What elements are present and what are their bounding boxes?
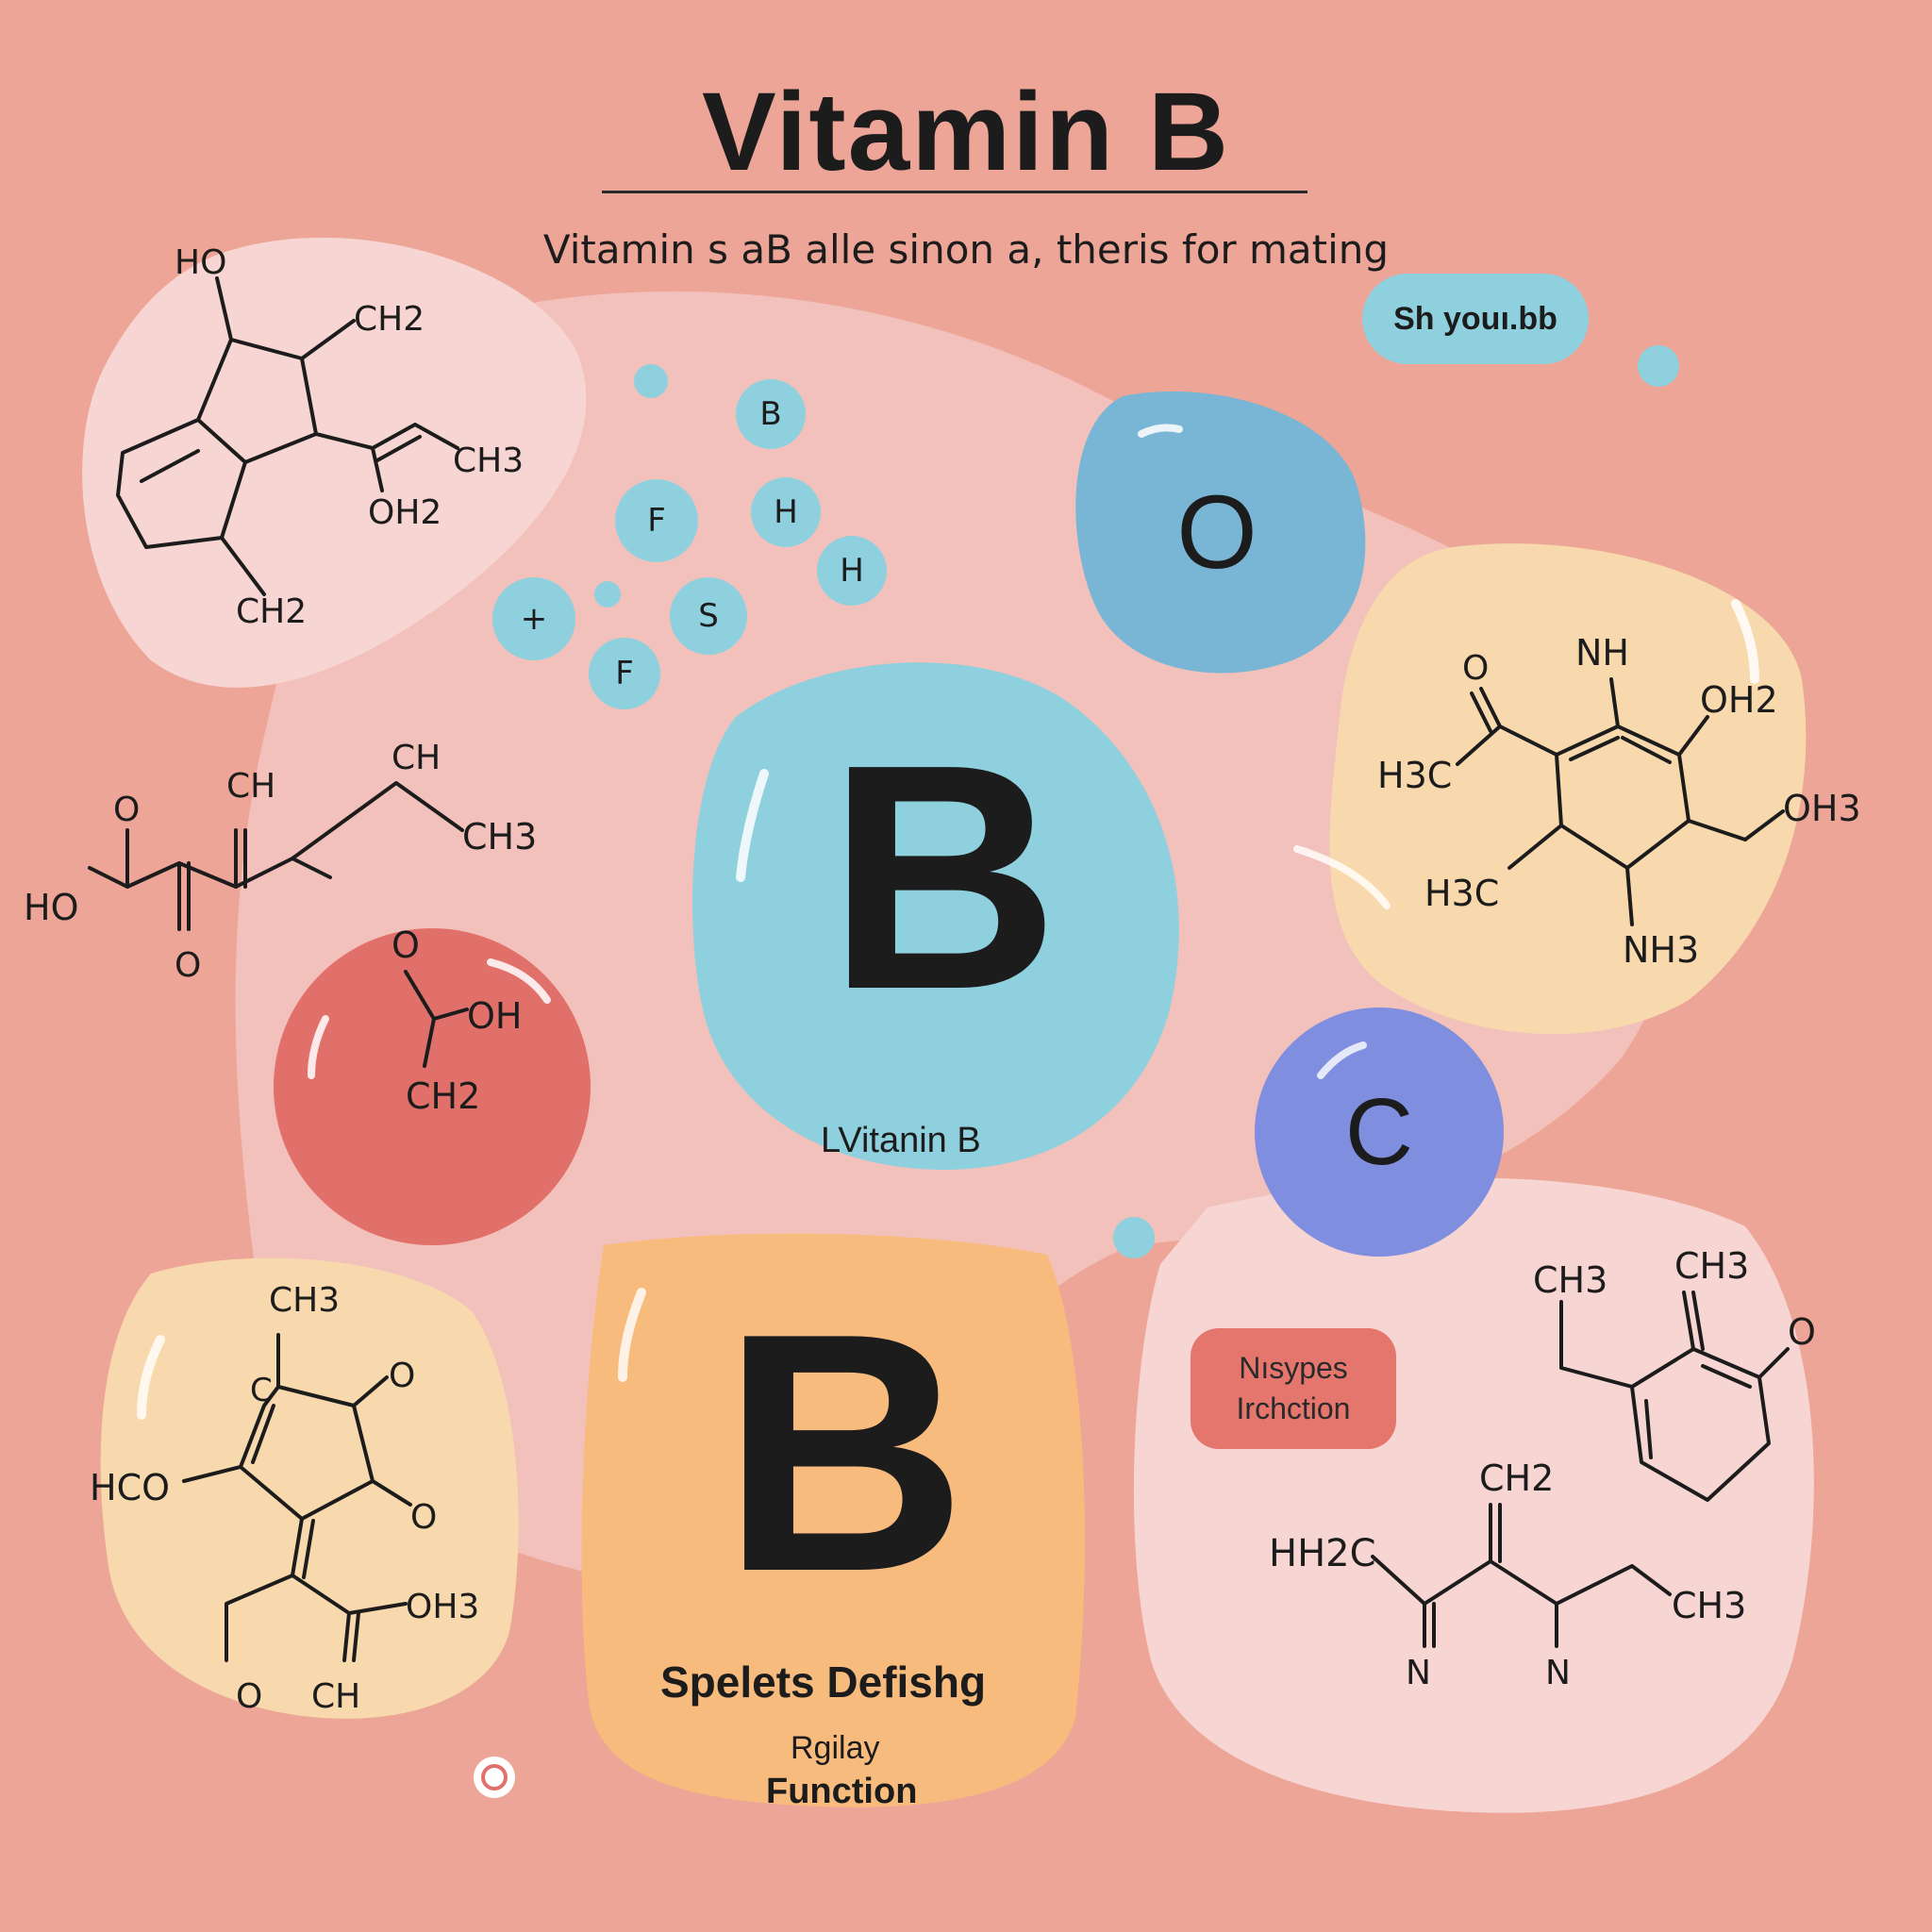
red-bubble	[274, 928, 591, 1245]
atom-label: HH2C	[1269, 1532, 1376, 1575]
decor-dot	[594, 581, 621, 608]
atom-s: S	[670, 577, 747, 655]
decor-dot	[1638, 345, 1679, 387]
tag-line: Nısypes	[1239, 1350, 1348, 1385]
atom-label: H3C	[1377, 755, 1452, 796]
tag-label: Nısypes Irchction	[1191, 1328, 1396, 1449]
atom-label: OH2	[1700, 679, 1778, 721]
atom-b: B	[736, 379, 806, 449]
molecule-bottom-right-chain: CH2 HH2C CH3 N N	[1269, 1457, 1746, 1689]
atom-label: H3C	[1424, 873, 1499, 914]
page-title: Vitamin B	[701, 70, 1231, 194]
atom-label: N	[1406, 1654, 1431, 1689]
molecule-left-chain: O CH CH CH3 HO O	[24, 739, 537, 985]
atom-label: O	[1462, 649, 1489, 688]
bubble-letter-o: O	[1176, 475, 1257, 591]
orange-caption: Spelets Defishg	[660, 1657, 987, 1707]
atom-label: CH2	[406, 1075, 480, 1117]
atom-label: CH3	[269, 1281, 340, 1320]
atom-label: CH	[311, 1677, 360, 1716]
atom-label: CH2	[354, 300, 425, 339]
atom-label: CH3	[453, 441, 524, 480]
atom-label: N	[1545, 1654, 1571, 1689]
molecule-top-left: HO CH2 CH3 OH2 CH2	[116, 243, 524, 631]
atom-label: HO	[175, 243, 226, 282]
atom-label: O	[113, 791, 140, 829]
atom-plus: +	[492, 577, 575, 660]
atom-label: CH2	[236, 592, 307, 631]
molecule-bottom-left: CH3 C O HCO O OH3 O CH	[90, 1281, 479, 1716]
atom-label: OH2	[368, 493, 441, 532]
center-caption: LVitanin B	[821, 1121, 981, 1160]
bottom-left-cream-blob	[100, 1257, 519, 1719]
atom-label: NH3	[1623, 929, 1699, 971]
orange-subline: Rgilay	[791, 1730, 880, 1766]
molecule-red-bubble: O OH CH2	[391, 924, 522, 1117]
atom-label: HO	[24, 887, 78, 928]
molecule-bottom-right-ring: CH3 CH3 O	[1533, 1245, 1816, 1502]
atom-label: C	[250, 1372, 273, 1409]
atom-f: F	[589, 638, 660, 709]
bubble-letter-c: C	[1344, 1079, 1414, 1185]
center-blue-blob	[692, 662, 1179, 1170]
atom-label: O	[410, 1498, 437, 1537]
title-divider	[602, 191, 1307, 193]
atom-label: OH3	[1783, 788, 1861, 829]
top-left-blob	[82, 237, 587, 688]
atom-label: O	[236, 1677, 262, 1716]
atom-label: CH3	[462, 816, 537, 858]
atom-label: OH3	[406, 1588, 479, 1626]
pill-label: Sh youı.bb	[1362, 274, 1589, 364]
swirl-mark	[474, 1757, 515, 1798]
atom-label: CH3	[1533, 1259, 1607, 1301]
atom-label: NH	[1575, 632, 1629, 674]
atom-label: O	[389, 1357, 415, 1395]
atom-f: F	[615, 479, 698, 562]
orange-letter-b: B	[722, 1263, 967, 1642]
atom-label: CH	[226, 767, 275, 806]
tag-line: Irchction	[1236, 1391, 1351, 1425]
blue-o-bubble	[1075, 391, 1366, 674]
atom-h: H	[751, 477, 821, 547]
decor-dot	[634, 364, 668, 398]
atom-label: O	[1788, 1311, 1816, 1353]
right-cream-blob	[1329, 543, 1807, 1035]
molecule-right-ring: O NH OH2 H3C OH3 H3C NH3	[1377, 632, 1861, 971]
purple-c-bubble	[1255, 1008, 1504, 1257]
orange-card-blob	[581, 1233, 1085, 1807]
center-letter-b: B	[827, 698, 1059, 1057]
atom-label: O	[175, 946, 201, 985]
subtitle: Vitamin s aB alle sinon a, theris for ma…	[542, 226, 1390, 273]
atom-label: OH	[467, 995, 522, 1037]
atom-label: CH3	[1674, 1245, 1749, 1287]
atom-h: H	[817, 536, 887, 606]
atom-label: CH2	[1479, 1457, 1554, 1499]
atom-label: CH	[391, 739, 441, 777]
atom-label: O	[391, 924, 420, 966]
orange-subline: Function	[766, 1772, 918, 1811]
atom-label: HCO	[90, 1467, 170, 1508]
atom-label: CH3	[1672, 1585, 1746, 1626]
